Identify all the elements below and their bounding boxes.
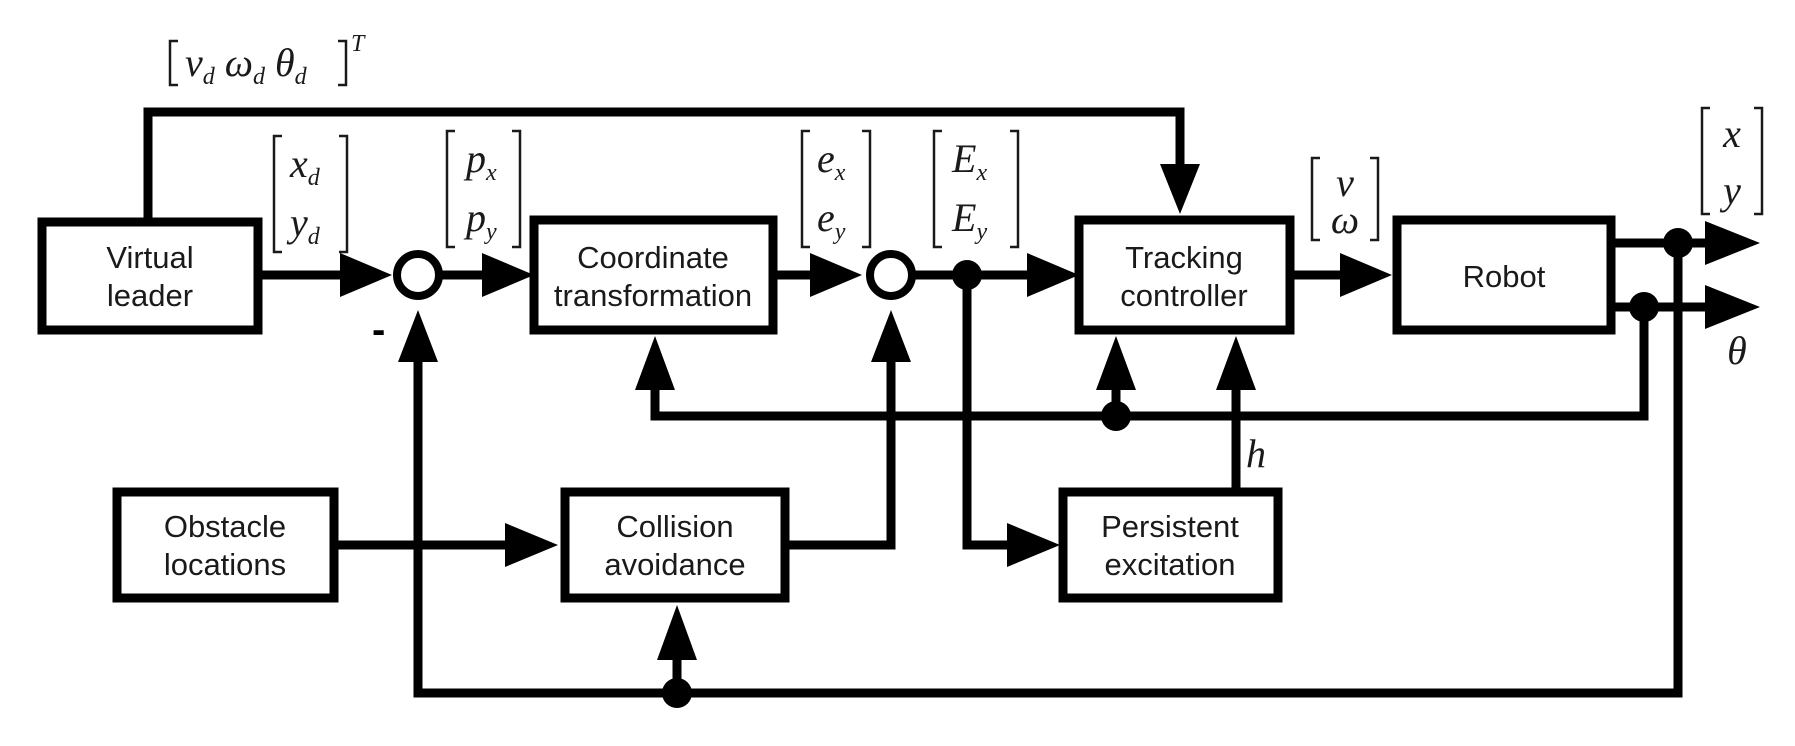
junctions (662, 228, 1693, 708)
summing-junction-1 (393, 250, 443, 300)
command-vector-label: v ω (1310, 156, 1380, 242)
collision-to-sum2-wire (785, 355, 896, 550)
svg-text:py: py (463, 195, 497, 245)
obstacle-locations-label-line2: locations (164, 547, 286, 582)
position-feedback-junction (662, 678, 692, 708)
svg-text:x: x (1722, 111, 1741, 156)
svg-text:vd ωd θd: vd ωd θd (185, 40, 308, 90)
collision-avoidance-label-line2: avoidance (604, 547, 745, 582)
svg-text:ex: ex (817, 136, 846, 186)
arrow-into-controller-bottom-left (1096, 336, 1136, 390)
arrow-into-controller-top (1160, 164, 1200, 214)
svg-text:ey: ey (817, 195, 846, 245)
arrow-into-sum2 (810, 253, 862, 297)
output-position-label: x y (1700, 106, 1764, 216)
heading-feedback-wire (650, 307, 1649, 421)
summing-junction-2 (866, 250, 916, 300)
persistent-excitation-block: Persistent excitation (1058, 487, 1283, 603)
relative-position-label: px py (445, 129, 522, 249)
coordinate-transformation-label-line2: transformation (554, 278, 752, 313)
arrow-heading-output (1705, 285, 1760, 329)
arrow-into-sum2-bottom (871, 310, 911, 362)
transpose-superscript: T (351, 31, 366, 57)
svg-text:y: y (1719, 168, 1741, 213)
arrowheads (340, 164, 1760, 660)
minus-sign: - (372, 308, 385, 352)
svg-text:yd: yd (286, 200, 321, 250)
svg-text:xd: xd (289, 141, 321, 191)
output-heading-label: θ (1727, 328, 1747, 373)
position-output-junction (1663, 228, 1693, 258)
wires (143, 107, 1710, 698)
svg-text:v: v (1336, 160, 1354, 205)
tracking-controller-block: Tracking controller (1074, 215, 1295, 335)
coordinate-transformation-block: Coordinate transformation (529, 215, 778, 335)
arrow-into-collision-left (505, 523, 558, 567)
arrow-into-sum1 (340, 253, 392, 297)
virtual-leader-label-line1: Virtual (106, 240, 193, 275)
error-branch-junction (952, 260, 982, 290)
position-feedback-wire (413, 243, 1683, 698)
svg-text:ω: ω (1331, 197, 1359, 242)
arrow-into-excitation (1007, 523, 1060, 567)
obstacle-locations-block: Obstacle locations (112, 487, 339, 603)
arrow-into-sum1-bottom (398, 310, 438, 362)
arrow-into-controller-left (1027, 253, 1079, 297)
persistent-excitation-label-line1: Persistent (1101, 509, 1239, 544)
svg-text:px: px (463, 136, 497, 186)
heading-output-junction (1629, 292, 1659, 322)
combined-error-label: Ex Ey (932, 129, 1020, 249)
arrow-into-controller-bottom-right (1216, 336, 1256, 390)
tracking-controller-label-line2: controller (1120, 278, 1248, 313)
reference-feedforward-wire (143, 107, 1185, 218)
collision-avoidance-block: Collision avoidance (560, 487, 790, 603)
persistent-excitation-label-line2: excitation (1105, 547, 1236, 582)
arrow-into-collision-bottom (657, 605, 697, 660)
error-to-excitation-wire (962, 275, 1012, 550)
arrow-into-transform-bottom (635, 336, 675, 390)
arrow-position-output (1705, 221, 1760, 265)
robot-block: Robot (1392, 215, 1616, 335)
svg-text:Ey: Ey (951, 195, 987, 245)
arrow-into-robot (1340, 253, 1392, 297)
arrow-into-transform (482, 253, 534, 297)
obstacle-locations-label-line1: Obstacle (164, 509, 286, 544)
error-vector-label: ex ey (800, 129, 872, 249)
coordinate-transformation-label-line1: Coordinate (577, 240, 729, 275)
svg-text:Ex: Ex (951, 136, 987, 186)
reference-vector-label: vd ωd θd T (168, 31, 366, 90)
virtual-leader-block: Virtual leader (37, 217, 263, 335)
tracking-controller-label-line1: Tracking (1125, 240, 1243, 275)
excitation-signal-label: h (1246, 431, 1266, 476)
heading-feedback-junction (1101, 401, 1131, 431)
leader-position-label: xd yd (272, 134, 349, 254)
robot-label: Robot (1463, 259, 1546, 294)
virtual-leader-label-line2: leader (107, 278, 193, 313)
collision-avoidance-label-line1: Collision (616, 509, 733, 544)
